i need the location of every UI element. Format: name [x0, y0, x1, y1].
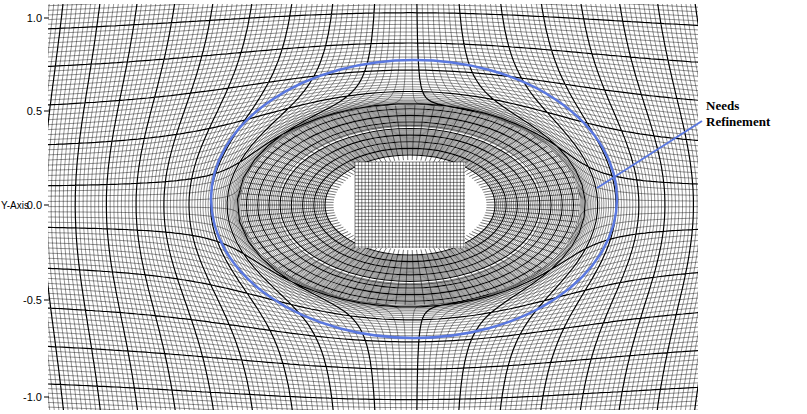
fine-grid-line [48, 4, 698, 410]
tick-mark [44, 18, 49, 397]
refined-ring-line [241, 105, 579, 304]
axis-tick-label: -1.0 [23, 391, 42, 404]
axis-tick-label: 0.5 [27, 105, 42, 118]
leader-line [597, 121, 702, 188]
axis-tick-label: -0.5 [23, 294, 42, 307]
core-grid-line [355, 162, 465, 248]
axis-title: Y-Axis [1, 199, 29, 212]
refined-radial-line [240, 105, 580, 305]
inner-mesh [240, 105, 580, 305]
callout-label: Needs Refinement [706, 98, 786, 130]
refined-region [240, 105, 580, 305]
core-block [355, 162, 465, 248]
axis-tick-label: 0.0 [27, 199, 42, 212]
highlight-ellipse [211, 60, 617, 338]
coarse-grid-line [48, 4, 698, 410]
axis-ticks [44, 18, 49, 397]
axis-tick-label: 1.0 [27, 12, 42, 25]
outer-mesh [48, 4, 698, 410]
